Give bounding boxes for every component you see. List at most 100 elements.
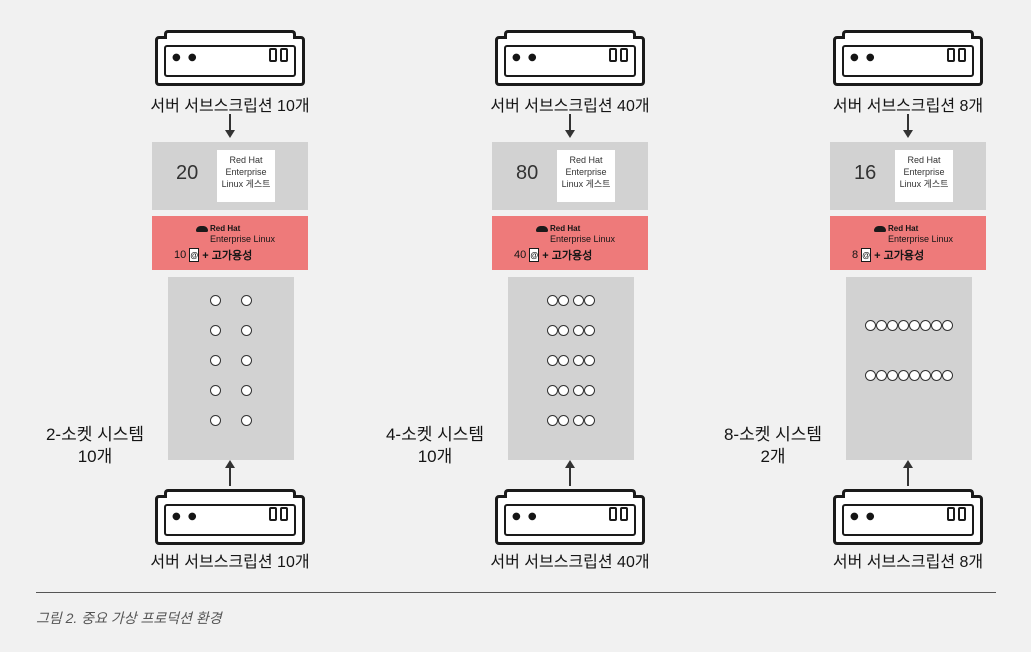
cpu-socket-icon bbox=[558, 355, 569, 366]
ha-icon: @ bbox=[189, 248, 200, 262]
cpu-socket-icon bbox=[942, 370, 953, 381]
cpu-socket-icon bbox=[210, 295, 221, 306]
cpu-socket-icon bbox=[887, 370, 898, 381]
cpu-socket-icon bbox=[210, 355, 221, 366]
cpu-row bbox=[547, 295, 595, 306]
system-label: 4-소켓 시스템 10개 bbox=[385, 425, 485, 466]
cpu-socket-icon bbox=[573, 325, 584, 336]
cpu-socket-icon bbox=[547, 295, 558, 306]
cpu-socket-icon bbox=[210, 385, 221, 396]
cpu-row bbox=[547, 325, 595, 336]
cpu-socket-icon bbox=[558, 325, 569, 336]
cpu-socket-icon bbox=[584, 355, 595, 366]
rhel-brand: Red Hat bbox=[550, 224, 581, 233]
cpu-socket-icon bbox=[931, 320, 942, 331]
arrow-down bbox=[569, 114, 571, 134]
cpu-socket-icon bbox=[210, 415, 221, 426]
guest-box: 16 Red Hat Enterprise Linux 게스트 bbox=[830, 142, 986, 210]
guest-box: 80 Red Hat Enterprise Linux 게스트 bbox=[492, 142, 648, 210]
cpu-socket-icon bbox=[573, 385, 584, 396]
guest-count: 16 bbox=[854, 162, 877, 184]
ha-text: + 고가용성 bbox=[874, 250, 925, 262]
cpu-socket-icon bbox=[931, 370, 942, 381]
top-subscription-label: 서버 서브스크립션 40개 bbox=[490, 98, 650, 115]
redhat-logo-icon bbox=[874, 225, 886, 232]
figure-caption: 그림 2. 중요 가상 프로덕션 환경 bbox=[36, 610, 222, 626]
ha-count: 10 bbox=[174, 249, 187, 261]
rhel-product: Enterprise Linux bbox=[210, 234, 276, 244]
cpu-socket-icon bbox=[547, 385, 558, 396]
column-4-socket: ● ● 서버 서브스크립션 40개 80 Red Hat Enterprise … bbox=[386, 0, 700, 600]
socket-box bbox=[846, 277, 972, 460]
ha-count: 40 bbox=[514, 249, 527, 261]
cpu-socket-icon bbox=[909, 320, 920, 331]
arrow-down bbox=[907, 114, 909, 134]
cpu-row bbox=[865, 320, 953, 331]
cpu-row bbox=[865, 370, 953, 381]
ha-count: 8 bbox=[852, 249, 859, 261]
guest-label: Red Hat Enterprise Linux 게스트 bbox=[217, 150, 275, 202]
cpu-row bbox=[547, 385, 595, 396]
redhat-logo-icon bbox=[196, 225, 208, 232]
ha-icon: @ bbox=[529, 248, 540, 262]
cpu-socket-icon bbox=[865, 370, 876, 381]
bottom-subscription-label: 서버 서브스크립션 40개 bbox=[490, 554, 650, 571]
cpu-socket-icon bbox=[573, 295, 584, 306]
guest-count: 20 bbox=[176, 162, 199, 184]
socket-box bbox=[508, 277, 634, 460]
cpu-socket-icon bbox=[942, 320, 953, 331]
cpu-socket-icon bbox=[887, 320, 898, 331]
system-label: 2-소켓 시스템 10개 bbox=[45, 425, 145, 466]
cpu-row bbox=[547, 415, 595, 426]
guest-count: 80 bbox=[516, 162, 539, 184]
cpu-socket-icon bbox=[573, 355, 584, 366]
guest-label: Red Hat Enterprise Linux 게스트 bbox=[895, 150, 953, 202]
divider bbox=[36, 592, 996, 593]
server-icon: ● ● bbox=[155, 489, 305, 545]
rhel-product: Enterprise Linux bbox=[888, 234, 954, 244]
redhat-logo-icon bbox=[536, 225, 548, 232]
server-icon: ● ● bbox=[833, 489, 983, 545]
system-label: 8-소켓 시스템 2개 bbox=[723, 425, 823, 466]
cpu-row bbox=[210, 295, 252, 306]
cpu-row bbox=[210, 355, 252, 366]
rhel-product: Enterprise Linux bbox=[550, 234, 616, 244]
cpu-row bbox=[210, 385, 252, 396]
bottom-subscription-label: 서버 서브스크립션 8개 bbox=[832, 554, 984, 571]
guest-label: Red Hat Enterprise Linux 게스트 bbox=[557, 150, 615, 202]
cpu-socket-icon bbox=[558, 385, 569, 396]
server-icon: ● ● bbox=[833, 30, 983, 86]
socket-box bbox=[168, 277, 294, 460]
top-subscription-label: 서버 서브스크립션 8개 bbox=[832, 98, 984, 115]
cpu-socket-icon bbox=[876, 320, 887, 331]
cpu-row bbox=[210, 415, 252, 426]
cpu-socket-icon bbox=[584, 295, 595, 306]
cpu-row bbox=[547, 355, 595, 366]
rhel-ha-bar: Red Hat Enterprise Linux 10 @ + 고가용성 bbox=[152, 216, 308, 270]
cpu-socket-icon bbox=[547, 355, 558, 366]
cpu-socket-icon bbox=[584, 325, 595, 336]
cpu-socket-icon bbox=[909, 370, 920, 381]
column-8-socket: ● ● 서버 서브스크립션 8개 16 Red Hat Enterprise L… bbox=[724, 0, 1031, 600]
cpu-row bbox=[210, 325, 252, 336]
cpu-socket-icon bbox=[920, 320, 931, 331]
cpu-socket-icon bbox=[241, 385, 252, 396]
server-icon: ● ● bbox=[495, 30, 645, 86]
cpu-socket-icon bbox=[584, 385, 595, 396]
rhel-ha-bar: Red Hat Enterprise Linux 8 @ + 고가용성 bbox=[830, 216, 986, 270]
guest-box: 20 Red Hat Enterprise Linux 게스트 bbox=[152, 142, 308, 210]
rhel-brand: Red Hat bbox=[210, 224, 241, 233]
cpu-socket-icon bbox=[241, 355, 252, 366]
ha-text: + 고가용성 bbox=[202, 250, 253, 262]
cpu-socket-icon bbox=[558, 295, 569, 306]
cpu-socket-icon bbox=[898, 320, 909, 331]
rhel-brand: Red Hat bbox=[888, 224, 919, 233]
cpu-socket-icon bbox=[558, 415, 569, 426]
cpu-socket-icon bbox=[573, 415, 584, 426]
bottom-subscription-label: 서버 서브스크립션 10개 bbox=[150, 554, 310, 571]
ha-text: + 고가용성 bbox=[542, 250, 593, 262]
cpu-socket-icon bbox=[865, 320, 876, 331]
column-2-socket: ● ● 서버 서브스크립션 10개 20 Red Hat Enterprise … bbox=[46, 0, 360, 600]
cpu-socket-icon bbox=[547, 415, 558, 426]
cpu-socket-icon bbox=[547, 325, 558, 336]
